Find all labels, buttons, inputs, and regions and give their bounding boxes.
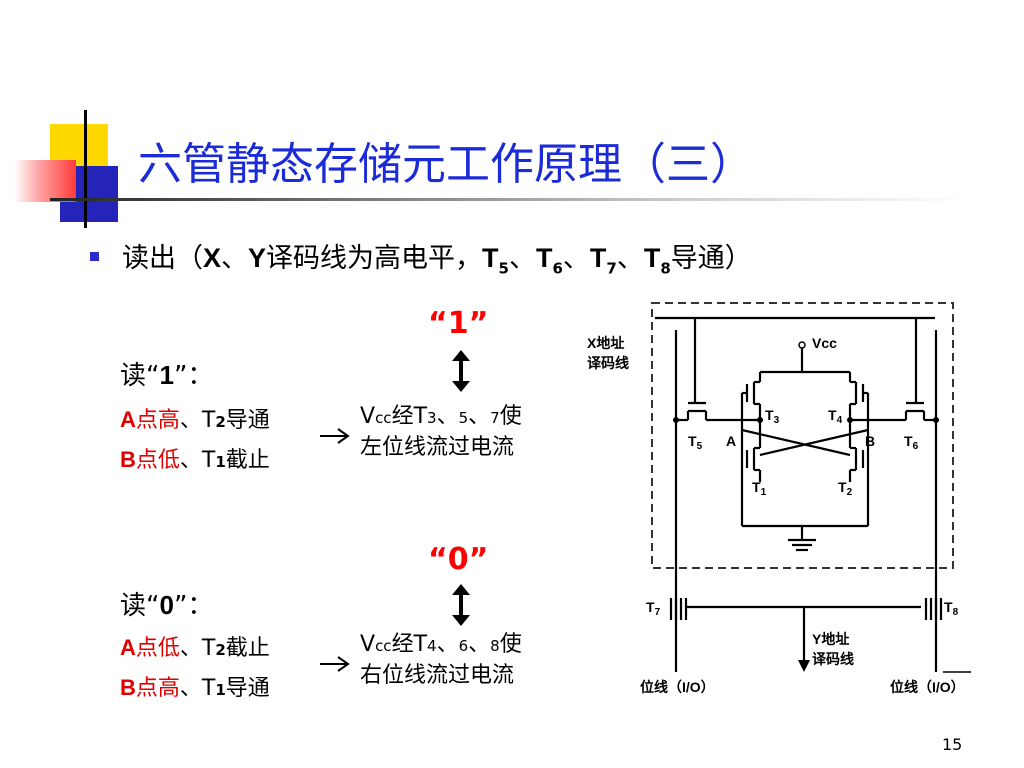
read0-heading: 读“0”： <box>120 590 214 621</box>
t7-label: T7 <box>646 599 661 618</box>
decor-horizontal-line <box>50 198 970 201</box>
page-number: 15 <box>942 735 963 754</box>
left-bitline-label: 位线（I/O） <box>640 679 715 695</box>
read0-condition-b: B点高、T1导通 <box>120 675 270 701</box>
read0-effect: Vcc经T4、6、8使右位线流过电流 <box>360 632 522 688</box>
cell-boundary-box <box>651 302 954 569</box>
read1-condition-b: B点低、T1截止 <box>120 447 270 473</box>
read0-quote-label: “0” <box>428 542 489 577</box>
read1-condition-a: A点高、T2导通 <box>120 407 270 433</box>
node-b-label: B <box>865 433 875 449</box>
x-address-label: X地址 <box>587 335 624 351</box>
decor-red-block <box>14 160 76 202</box>
node-a-label: A <box>726 433 736 449</box>
sram-circuit-diagram: X地址 译码线 Vcc T3 T4 T5 T6 A B T1 T2 T7 T8 … <box>587 302 971 695</box>
y-address-label-2: 译码线 <box>812 651 854 667</box>
t3-label: T3 <box>765 407 780 426</box>
bullet-text: 读出（X、Y译码线为高电平，T5、T6、T7、T8导通） <box>122 243 752 278</box>
t5-label: T5 <box>688 433 703 452</box>
read1-effect: Vcc经T3、5、7使左位线流过电流 <box>360 404 522 460</box>
vcc-label: Vcc <box>812 335 837 351</box>
read1-quote-label: “1” <box>428 306 489 341</box>
right-bitline-label: 位线（I/O） <box>890 679 965 695</box>
read0-condition-a: A点低、T2截止 <box>120 635 270 661</box>
y-address-label: Y地址 <box>812 631 849 647</box>
t1-label: T1 <box>752 479 767 498</box>
bullet-square-icon <box>90 252 99 261</box>
x-address-label-2: 译码线 <box>587 355 629 371</box>
t6-label: T6 <box>904 433 919 452</box>
slide-title: 六管静态存储元工作原理（三） <box>138 139 754 190</box>
decor-vertical-line <box>84 110 87 228</box>
read0-right-arrow-icon <box>320 656 350 672</box>
t4-label: T4 <box>828 407 843 426</box>
read1-right-arrow-icon <box>320 428 350 444</box>
t8-label: T8 <box>944 599 959 618</box>
read1-heading: 读“1”： <box>120 360 214 391</box>
t2-label: T2 <box>838 479 853 498</box>
read0-double-arrow-icon <box>452 584 470 626</box>
read1-double-arrow-icon <box>452 350 470 392</box>
